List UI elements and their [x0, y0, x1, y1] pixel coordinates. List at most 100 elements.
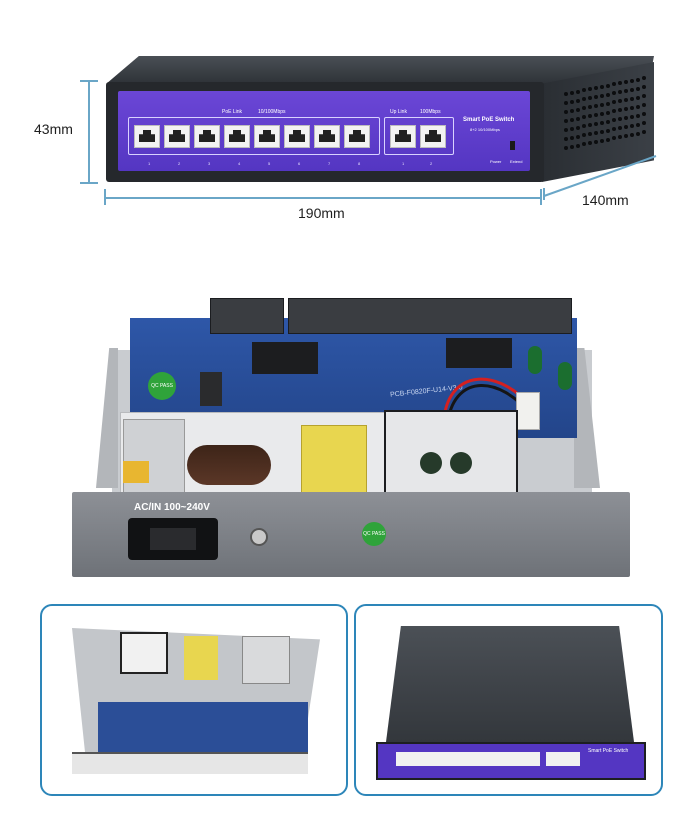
vent-hole — [570, 117, 574, 122]
rj45-port[interactable] — [134, 125, 160, 148]
qc-pass-sticker: QC PASS — [148, 372, 176, 400]
rj45-port[interactable] — [314, 125, 340, 148]
uplink-label: Up Link — [390, 109, 407, 115]
vent-hole — [624, 89, 628, 93]
vent-hole — [624, 107, 628, 111]
port-number: 3 — [208, 161, 211, 166]
switch-top-angle-image — [386, 626, 634, 742]
vent-hole — [564, 146, 568, 150]
extend-led-label: Extend — [510, 159, 523, 164]
vent-hole — [588, 141, 592, 146]
transformer — [301, 425, 367, 493]
vent-hole — [642, 130, 646, 135]
rj45-port[interactable] — [284, 125, 310, 148]
vent-hole — [570, 144, 574, 149]
switch-top-surface — [106, 56, 654, 84]
vent-hole — [576, 143, 580, 148]
vent-hole — [576, 125, 580, 130]
vent-hole — [600, 138, 604, 143]
vent-hole — [576, 134, 580, 139]
vent-hole — [612, 100, 616, 105]
vent-hole — [588, 96, 592, 101]
vent-hole — [618, 117, 622, 122]
mode-switch — [510, 141, 515, 150]
vent-hole — [600, 102, 604, 107]
vent-hole — [594, 131, 598, 135]
brand-subtitle: 8+2 10/100Mbps — [470, 127, 500, 132]
vent-hole — [594, 86, 598, 90]
vent-hole — [576, 116, 580, 121]
vent-hole — [600, 93, 604, 98]
vent-hole — [600, 111, 604, 116]
vent-hole — [570, 126, 574, 131]
vent-hole — [588, 123, 592, 128]
vent-hole — [636, 95, 640, 100]
vent-hole — [564, 110, 568, 114]
vent-hole — [612, 109, 616, 114]
vent-hole — [582, 106, 586, 111]
vent-hole — [564, 137, 568, 141]
port-number: 1 — [148, 161, 151, 166]
switch-front-panel: PoE Link 10/100Mbps Up Link 100Mbps Smar… — [118, 91, 530, 171]
vent-hole — [606, 101, 610, 106]
vent-hole — [576, 98, 580, 103]
vent-hole — [630, 132, 634, 137]
vent-hole — [600, 120, 604, 125]
ac-power-socket[interactable] — [128, 518, 218, 560]
port-number: 2 — [178, 161, 181, 166]
vent-hole — [594, 104, 598, 108]
chassis-rear-panel: AC/IN 100~240V QC PASS — [72, 492, 630, 577]
depth-dimension-line — [543, 155, 657, 200]
vent-hole — [564, 92, 568, 96]
vent-hole — [594, 95, 598, 99]
vent-hole — [600, 129, 604, 134]
ground-screw — [250, 528, 268, 546]
uplink-speed-label: 100Mbps — [420, 109, 441, 115]
chip — [252, 342, 318, 374]
vent-hole — [570, 108, 574, 113]
rj45-port[interactable] — [194, 125, 220, 148]
vent-hole — [606, 92, 610, 97]
vent-hole — [636, 131, 640, 136]
rj45-port[interactable] — [224, 125, 250, 148]
vent-hole — [612, 91, 616, 96]
vent-hole — [582, 115, 586, 120]
qc-pass-sticker: QC PASS — [362, 522, 386, 546]
chassis-left-wall — [96, 348, 118, 488]
chip — [446, 338, 512, 368]
rj45-port[interactable] — [344, 125, 370, 148]
port-number: 8 — [358, 161, 361, 166]
vent-hole — [636, 113, 640, 118]
rj45-port[interactable] — [420, 125, 446, 148]
vent-hole — [612, 127, 616, 132]
height-dimension-line — [88, 80, 90, 184]
rj45-port[interactable] — [164, 125, 190, 148]
vent-hole — [618, 90, 622, 95]
vent-hole — [618, 135, 622, 140]
vent-hole — [624, 116, 628, 120]
vent-hole — [636, 86, 640, 91]
vent-hole — [570, 135, 574, 140]
vent-hole — [612, 82, 616, 87]
port-number: 2 — [430, 161, 433, 166]
vent-hole — [624, 98, 628, 102]
vent-hole — [564, 128, 568, 132]
vent-hole — [606, 110, 610, 115]
vent-hole — [630, 96, 634, 101]
vent-hole — [636, 122, 640, 127]
port-number: 7 — [328, 161, 331, 166]
uplink-port-group — [384, 117, 454, 155]
port-number: 1 — [402, 161, 405, 166]
secondary-heatsink — [384, 410, 518, 494]
vent-hole — [630, 114, 634, 119]
port-number: 6 — [298, 161, 301, 166]
vent-hole — [642, 112, 646, 117]
vent-hole — [582, 124, 586, 129]
rj45-port[interactable] — [390, 125, 416, 148]
port-number: 5 — [268, 161, 271, 166]
vent-hole — [576, 107, 580, 112]
inductor — [200, 372, 222, 406]
poe-port-group — [128, 117, 380, 155]
vent-hole — [582, 88, 586, 93]
rj45-port[interactable] — [254, 125, 280, 148]
